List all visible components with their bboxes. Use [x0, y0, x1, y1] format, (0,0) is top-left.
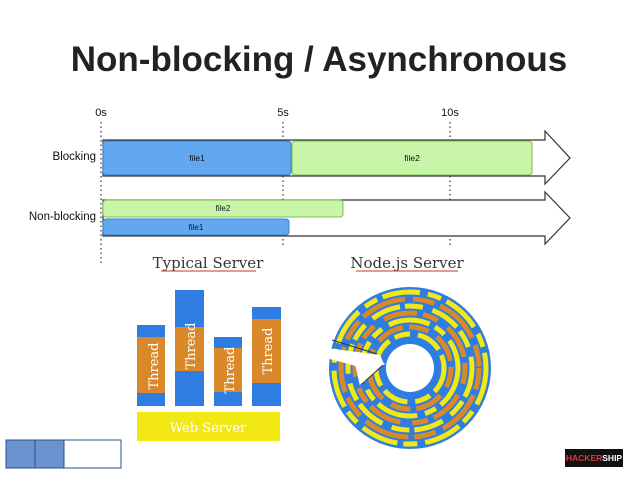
thread-3-label: Thread [223, 346, 238, 393]
tick-0s: 0s [95, 107, 107, 119]
typical-server-heading: Typical Server [153, 254, 264, 272]
web-server-box [137, 412, 280, 441]
non-blocking-file1-label: file1 [189, 223, 204, 232]
tick-5s: 5s [277, 107, 289, 119]
tick-10s: 10s [441, 107, 459, 119]
thread-4-label: Thread [261, 327, 276, 374]
blocking-file1-label: file1 [189, 153, 205, 163]
thread-2: Thread [175, 290, 204, 406]
event-loop-spiral [326, 287, 491, 449]
web-server-label: Web Server [170, 421, 247, 436]
blocking-bar-file2 [291, 140, 533, 176]
node-server-heading: Node.js Server [350, 254, 464, 272]
thread-1-label: Thread [147, 342, 162, 389]
thread-3: Thread [214, 337, 242, 406]
thread-2-label: Thread [184, 322, 199, 369]
row-label-blocking: Blocking [53, 151, 96, 163]
thread-4: Thread [252, 307, 281, 406]
page-title: Non-blocking / Asynchronous [70, 40, 568, 79]
non-blocking-bar-file2 [102, 199, 344, 218]
blocking-bar-file1 [102, 140, 292, 176]
row-label-non-blocking: Non-blocking [29, 211, 96, 223]
slide-thumbnails[interactable] [5, 439, 122, 469]
blocking-file2-label: file2 [404, 153, 420, 163]
non-blocking-bar-file1 [102, 218, 290, 236]
hackership-logo: HACKERSHIP [565, 449, 623, 467]
non-blocking-file2-label: file2 [216, 204, 231, 213]
thread-1: Thread [137, 325, 165, 406]
